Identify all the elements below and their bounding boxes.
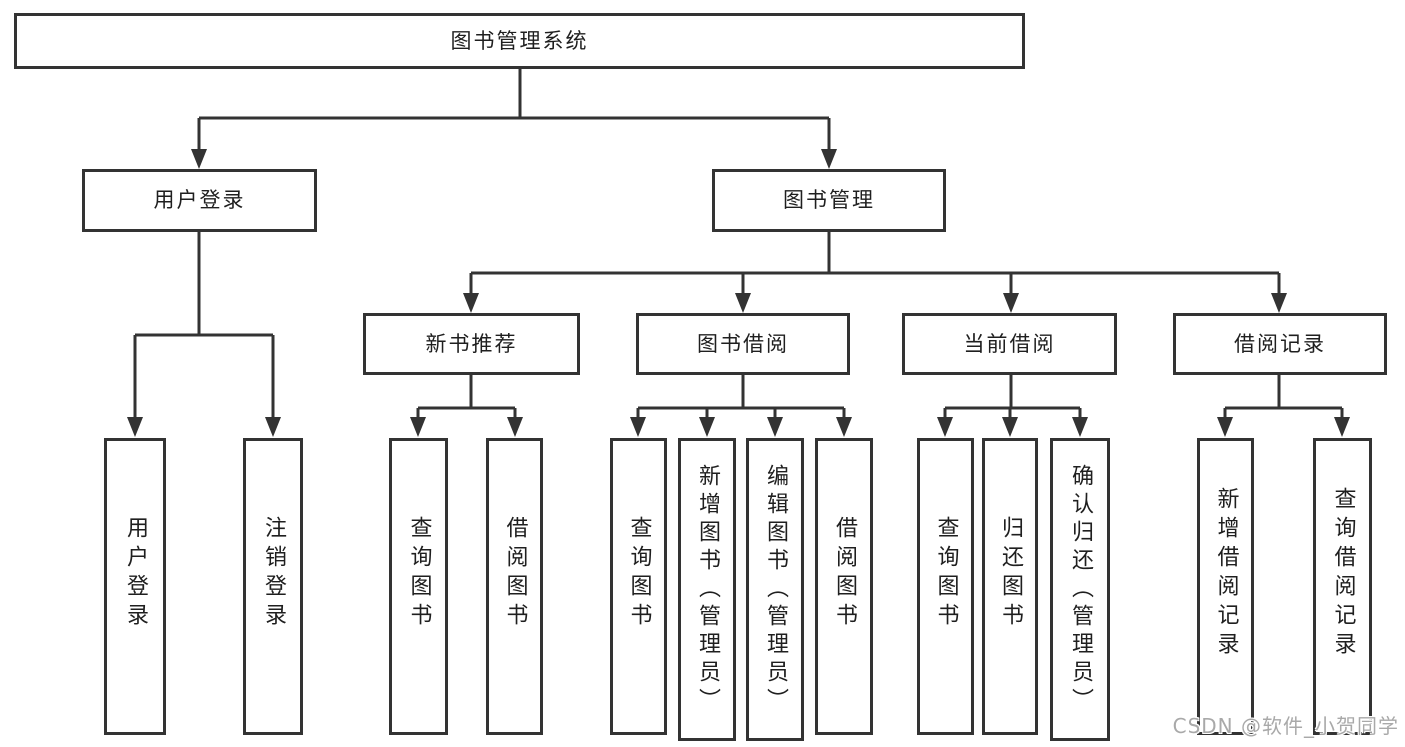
leaf-return-book: 归还图书 [982, 438, 1038, 735]
arrow-down-icon [1072, 417, 1088, 437]
leaf-borrow-book-2: 借阅图书 [815, 438, 873, 735]
leaf-query-book-2: 查询图书 [610, 438, 667, 735]
leaf-query-book-3: 查询图书 [917, 438, 974, 735]
arrow-down-icon [937, 417, 953, 437]
arrowheads [127, 149, 1350, 437]
csdn-watermark: CSDN @软件_小贺同学 [1172, 714, 1399, 738]
node-label: 图书管理系统 [450, 28, 589, 53]
connector-new-book-children [416, 375, 517, 419]
arrow-down-icon [1217, 417, 1233, 437]
node-label: 用户登录 [123, 515, 148, 632]
leaf-logout: 注销登录 [243, 438, 303, 735]
node-label: 确认归还（管理员） [1068, 463, 1093, 716]
connector-root-to-level2 [197, 69, 831, 151]
connector-book-borrow-children [636, 375, 846, 419]
arrow-down-icon [821, 149, 837, 169]
node-user-login: 用户登录 [82, 169, 317, 232]
node-label: 查询借阅记录 [1330, 486, 1356, 661]
connector-user-login-children [133, 232, 275, 419]
leaf-edit-book-admin: 编辑图书（管理员） [746, 438, 804, 741]
node-label: 新书推荐 [425, 331, 518, 356]
arrow-down-icon [463, 293, 479, 313]
node-new-book-recommend: 新书推荐 [363, 313, 580, 375]
arrow-down-icon [699, 417, 715, 437]
node-book-management: 图书管理 [712, 169, 946, 232]
arrow-down-icon [630, 417, 646, 437]
node-label: 查询图书 [626, 515, 652, 632]
arrow-down-icon [1003, 293, 1019, 313]
connector-current-borrow-children [943, 375, 1082, 419]
leaf-add-borrow-record: 新增借阅记录 [1197, 438, 1254, 735]
node-label: 新增借阅记录 [1213, 486, 1239, 661]
node-book-borrow: 图书借阅 [636, 313, 850, 375]
node-borrow-record: 借阅记录 [1173, 313, 1387, 375]
node-current-borrow: 当前借阅 [902, 313, 1117, 375]
arrow-down-icon [735, 293, 751, 313]
arrow-down-icon [191, 149, 207, 169]
node-label: 图书管理 [783, 188, 875, 212]
node-label: 注销登录 [261, 515, 286, 632]
node-label: 借阅图书 [502, 515, 528, 632]
node-label: 借阅记录 [1234, 331, 1326, 356]
arrow-down-icon [1002, 417, 1018, 437]
arrow-down-icon [767, 417, 783, 437]
arrow-down-icon [836, 417, 852, 437]
arrow-down-icon [507, 417, 523, 437]
leaf-add-book-admin: 新增图书（管理员） [678, 438, 736, 741]
arrow-down-icon [1271, 293, 1287, 313]
node-label: 图书借阅 [697, 331, 789, 356]
node-label: 新增图书（管理员） [695, 463, 720, 716]
leaf-confirm-return-admin: 确认归还（管理员） [1050, 438, 1110, 741]
arrow-down-icon [410, 417, 426, 437]
leaf-borrow-book-1: 借阅图书 [486, 438, 543, 735]
node-label: 查询图书 [406, 515, 432, 632]
node-label: 用户登录 [153, 188, 246, 212]
connector-borrow-record-children [1223, 375, 1344, 419]
node-label: 借阅图书 [832, 515, 857, 632]
connector-book-management-children [469, 232, 1281, 295]
node-label: 编辑图书（管理员） [763, 463, 788, 716]
node-root-system: 图书管理系统 [14, 13, 1025, 69]
arrow-down-icon [127, 417, 143, 437]
node-label: 当前借阅 [963, 331, 1056, 356]
leaf-query-borrow-record: 查询借阅记录 [1313, 438, 1372, 735]
leaf-user-login: 用户登录 [104, 438, 166, 735]
node-label: 归还图书 [998, 515, 1023, 632]
leaf-query-book-1: 查询图书 [389, 438, 448, 735]
node-label: 查询图书 [933, 515, 959, 632]
arrow-down-icon [265, 417, 281, 437]
arrow-down-icon [1334, 417, 1350, 437]
